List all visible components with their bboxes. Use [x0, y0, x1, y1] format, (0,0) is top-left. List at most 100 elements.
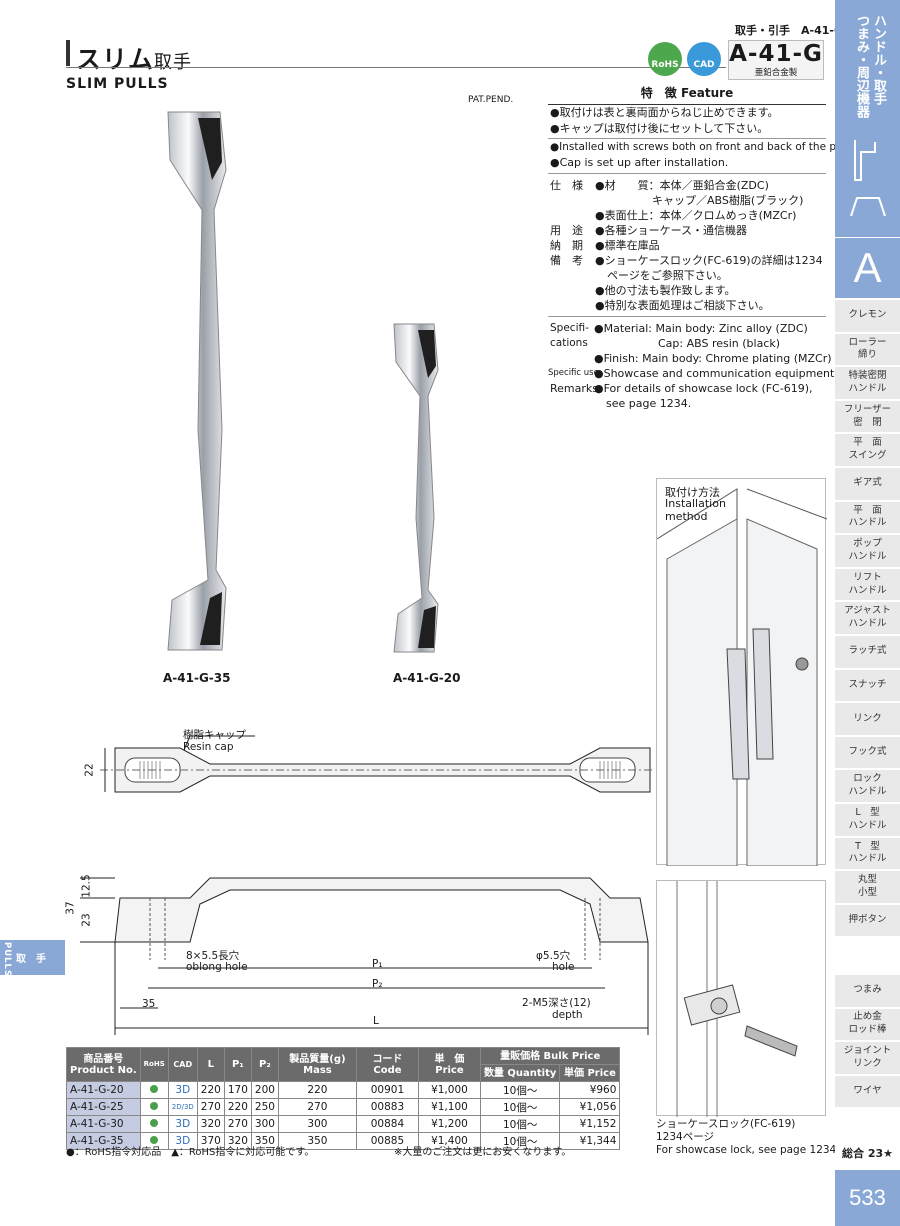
install-en2: method	[665, 510, 708, 523]
cell-qty: 10個〜	[479, 1132, 561, 1150]
install-en1: Installation	[665, 497, 726, 510]
cell-price: ¥1,100	[417, 1098, 481, 1116]
cell-cad: 3D	[167, 1081, 198, 1099]
handle-photo-small	[393, 323, 439, 653]
sidebar-item[interactable]: フック式	[835, 736, 900, 771]
handle-photo-large	[167, 111, 227, 651]
sidebar-pulls-en: PULLS	[2, 942, 12, 978]
sidebar-item[interactable]: 平 面 スイング	[835, 434, 900, 468]
cell-rohs	[139, 1098, 169, 1116]
rohs-badge: RoHS	[648, 42, 682, 76]
sidebar-item[interactable]: アジャスト ハンドル	[835, 602, 900, 636]
sidebar-item[interactable]: クレモン	[835, 300, 900, 334]
dim-35: 35	[142, 998, 156, 1010]
divider	[548, 173, 826, 174]
cell-L: 370	[196, 1132, 225, 1150]
spec-en-material: ●Material: Main body: Zinc alloy (ZDC)	[594, 322, 808, 335]
feature-en-1: ●Installed with screws both on front and…	[550, 141, 862, 153]
cell-code: 00901	[355, 1081, 419, 1099]
spec-en-remark-1: ●For details of showcase lock (FC-619),	[594, 382, 813, 395]
col-qty: 数量 Quantity	[479, 1064, 561, 1082]
spec-en-heading-b: cations	[550, 337, 588, 349]
cell-mass: 270	[277, 1098, 357, 1116]
sidebar-item[interactable]: ワイヤ	[835, 1075, 900, 1109]
resin-cap-en: Resin cap	[183, 741, 234, 753]
remark-2: ページをご参照下さい。	[607, 269, 728, 282]
title-rule	[66, 67, 726, 68]
sidebar-item[interactable]: ギア式	[835, 468, 900, 502]
sidebar-item[interactable]: リフト ハンドル	[835, 568, 900, 603]
sidebar-item[interactable]: 特装密閉 ハンドル	[835, 367, 900, 401]
spec-en-use: ●Showcase and communication equipment	[594, 367, 835, 380]
sidebar-item[interactable]: T 型 ハンドル	[835, 837, 900, 872]
oblong-en: oblong hole	[186, 961, 248, 973]
col-mass: 製品質量(g)Mass	[277, 1047, 357, 1082]
table-row: A-41-G-35 3D 370 320 350 350 00885 ¥1,40…	[66, 1132, 621, 1150]
delivery-heading: 納 期	[550, 239, 583, 252]
showcase-drawing	[676, 881, 798, 1117]
caption-large: A-41-G-35	[163, 671, 231, 685]
remark-4: ●特別な表面処理はご相談下さい。	[595, 299, 770, 312]
remark-3: ●他の寸法も製作致します。	[595, 284, 736, 297]
cell-code: 00884	[355, 1115, 419, 1133]
sidebar-item[interactable]: ロック ハンドル	[835, 770, 900, 804]
cell-bulk: ¥1,344	[559, 1132, 621, 1150]
showcase-line-3: For showcase lock, see page 1234.	[656, 1144, 840, 1156]
cell-code: 00883	[355, 1098, 419, 1116]
cell-P1: 270	[223, 1115, 252, 1133]
header-category: 取手・引手 A-41-G	[735, 24, 843, 37]
patent-pending: PAT.PEND.	[468, 95, 514, 105]
footnote-rohs: ●：RoHS指令対応品 ▲：RoHS指令に対応可能です。	[66, 1147, 315, 1158]
sidebar-item[interactable]: 止め金 ロッド棒	[835, 1008, 900, 1042]
col-P2: P₂	[250, 1047, 279, 1082]
sidebar-item[interactable]: 押ボタン	[835, 904, 900, 939]
rohs-dot-icon	[150, 1102, 159, 1110]
sidebar-pulls-active[interactable]	[0, 940, 65, 975]
spec-en-remark-2: see page 1234.	[606, 397, 692, 410]
dim-p2: P₂	[372, 978, 383, 990]
cell-P2: 350	[250, 1132, 279, 1150]
showcase-line-2: 1234ページ	[656, 1131, 715, 1143]
sidebar-title-1: ハンドル・取手	[871, 14, 886, 105]
table-row: A-41-G-30 3D 320 270 300 300 00884 ¥1,20…	[66, 1115, 621, 1133]
installation-photo	[656, 478, 828, 867]
sidebar-item[interactable]: リンク	[835, 703, 900, 737]
remark-1: ●ショーケースロック(FC-619)の詳細は1234	[595, 254, 823, 267]
feature-jp-2: ●キャップは取付け後にセットして下さい。	[550, 122, 769, 135]
sidebar-item[interactable]: ラッチ式	[835, 636, 900, 670]
col-bulk: 量販価格 Bulk Price	[479, 1047, 621, 1065]
rohs-dot-icon	[150, 1136, 159, 1144]
sidebar-item[interactable]: ローラー 締り	[835, 333, 900, 368]
sidebar-item[interactable]: つまみ	[835, 975, 900, 1009]
hole-en: hole	[552, 961, 575, 973]
cell-bulk: ¥960	[559, 1081, 621, 1099]
sidebar-item[interactable]: ジョイント リンク	[835, 1042, 900, 1076]
sidebar-item[interactable]: フリーザー 密 閉	[835, 400, 900, 435]
cell-P1: 170	[223, 1081, 252, 1099]
sidebar-item[interactable]: ポップ ハンドル	[835, 535, 900, 569]
sidebar-item[interactable]: L 型 ハンドル	[835, 804, 900, 838]
handle-icon	[850, 140, 886, 217]
dim-L: L	[373, 1015, 379, 1027]
sidebar-item[interactable]: 丸型 小型	[835, 871, 900, 905]
cell-L: 220	[196, 1081, 225, 1099]
install-drawing	[656, 488, 828, 867]
delivery-text: ●標準在庫品	[595, 239, 660, 252]
feature-heading: 特 徴 Feature	[548, 84, 826, 105]
model-box: A-41-G 亜鉛合金製	[728, 40, 824, 80]
sidebar-item[interactable]: スナッチ	[835, 669, 900, 704]
install-jp: 取付け方法	[665, 486, 720, 499]
tap-en: depth	[552, 1009, 583, 1021]
cell-qty: 10個〜	[479, 1081, 561, 1099]
total-page-label: 総合 23★	[842, 1147, 893, 1160]
cell-mass: 300	[277, 1115, 357, 1133]
dim-22: 22	[83, 763, 96, 777]
spec-en-remarks-heading: Remarks	[550, 382, 598, 395]
spec-heading: 仕 様	[550, 179, 583, 192]
divider	[548, 138, 826, 139]
sidebar-letter: A	[835, 238, 900, 298]
sidebar-title-2: つまみ・周辺機器	[854, 14, 869, 118]
sidebar-item[interactable]: 平 面 ハンドル	[835, 501, 900, 536]
